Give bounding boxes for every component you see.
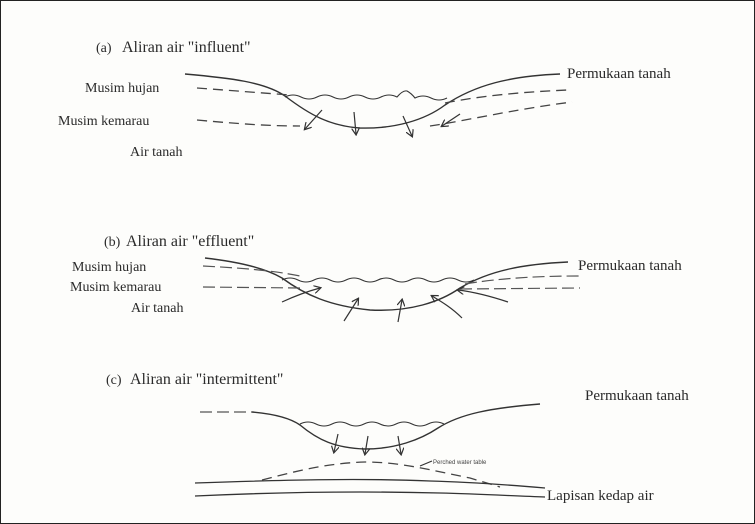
panel-c-arrow: [334, 434, 338, 452]
panel-b-arrow: [398, 300, 402, 322]
panel-c-water-surface: [300, 422, 444, 426]
panel-c-impermeable-lower: [195, 492, 545, 497]
panel-a-ground-surface: [185, 74, 560, 128]
panel-b-label-dry: Musim kemarau: [70, 280, 161, 295]
panel-a-arrow: [305, 110, 322, 129]
panel-b-ground-surface: [205, 258, 568, 310]
panel-b-arrow: [458, 290, 508, 302]
panel-a-dry-water-table: [197, 102, 572, 126]
panel-b-arrow: [432, 296, 462, 318]
panel-b-water-surface: [282, 278, 474, 282]
panel-influent: (a) Aliran air "influent" Musim hujan Mu…: [58, 39, 671, 160]
panel-effluent: (b) Aliran air "effluent" Musim hujan Mu…: [70, 233, 682, 322]
panel-b-marker: (b): [104, 235, 121, 250]
panel-b-label-rainy: Musim hujan: [72, 260, 146, 275]
panel-a-marker: (a): [96, 41, 112, 56]
panel-a-title: Aliran air "influent": [122, 39, 251, 56]
panel-a-arrow: [354, 112, 356, 134]
panel-a-arrow: [403, 116, 412, 136]
panel-a-arrow: [442, 114, 460, 126]
panel-c-label-perched: Perched water table: [433, 460, 487, 466]
panel-b-title: Aliran air "effluent": [126, 233, 254, 250]
panel-b-dry-water-table: [203, 287, 580, 289]
panel-a-rainy-water-table: [197, 88, 568, 103]
panel-c-label-surface: Permukaan tanah: [585, 388, 689, 404]
panel-a-label-dry: Musim kemarau: [58, 114, 149, 129]
panel-a-water-surface: [285, 91, 447, 100]
panel-a-label-surface: Permukaan tanah: [567, 66, 671, 82]
panel-c-label-impermeable: Lapisan kedap air: [547, 488, 654, 504]
panel-b-label-surface: Permukaan tanah: [578, 258, 682, 274]
panel-intermittent: (c) Aliran air "intermittent" Permukaan …: [106, 371, 689, 504]
panel-b-label-groundwater: Air tanah: [131, 301, 183, 316]
panel-c-arrow: [365, 436, 368, 454]
panel-a-label-groundwater: Air tanah: [130, 145, 182, 160]
panel-c-marker: (c): [106, 373, 122, 388]
panel-b-arrow: [344, 299, 358, 321]
panel-c-impermeable-upper: [195, 480, 545, 488]
panel-c-ground-surface: [252, 404, 540, 449]
panel-c-perched-leader: [420, 461, 432, 466]
panel-c-title: Aliran air "intermittent": [130, 371, 283, 388]
panel-a-label-rainy: Musim hujan: [85, 81, 159, 96]
